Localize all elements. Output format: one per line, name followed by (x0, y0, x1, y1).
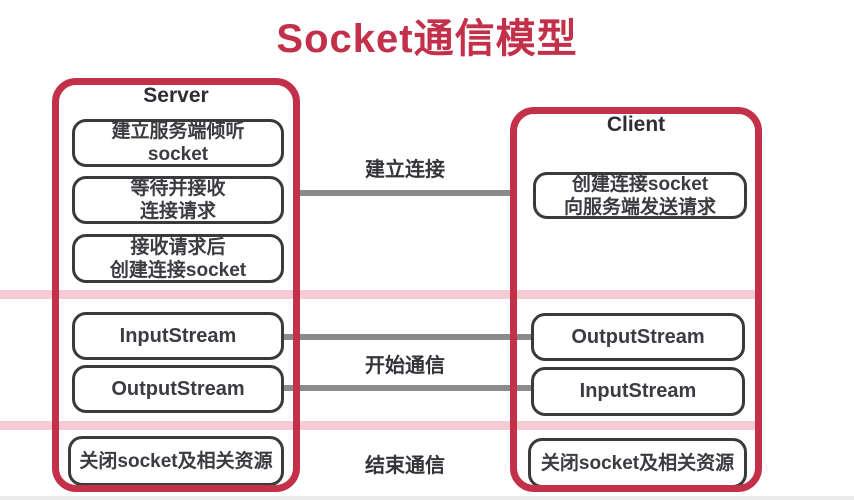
node-text-line: OutputStream (571, 325, 705, 348)
server-box (52, 78, 300, 492)
node-text-line: 创建连接socket (571, 173, 709, 195)
server-close-socket-node: 关闭socket及相关资源 (68, 436, 284, 486)
node-text-line: 建立服务端倾听 (111, 121, 245, 142)
node-text-line: 接收请求后 (130, 236, 226, 258)
label-start-communication: 开始通信 (365, 355, 445, 377)
server-step-create-connection-socket: 接收请求后 创建连接socket (72, 234, 284, 283)
server-outputstream-node: OutputStream (72, 365, 284, 413)
client-outputstream-node: OutputStream (531, 313, 745, 361)
label-end-communication: 结束通信 (365, 455, 445, 477)
node-text-line: socket (147, 144, 209, 165)
node-text-line: 关闭socket及相关资源 (540, 452, 735, 474)
client-step-create-socket-send-request: 创建连接socket 向服务端发送请求 (533, 172, 747, 219)
client-box (510, 107, 762, 492)
bottom-edge-strip (0, 496, 854, 500)
section-divider-band-bottom (0, 421, 760, 430)
node-text-line: OutputStream (111, 377, 245, 400)
connector-stream-top-line (283, 334, 533, 340)
connector-stream-bottom-line (283, 385, 533, 391)
client-inputstream-node: InputStream (531, 367, 745, 416)
node-text-line: 连接请求 (139, 201, 216, 222)
section-divider-band-top (0, 290, 760, 299)
label-establish-connection: 建立连接 (365, 159, 445, 181)
client-close-socket-node: 关闭socket及相关资源 (528, 438, 747, 488)
node-text-line: 关闭socket及相关资源 (79, 450, 273, 472)
server-step-create-listen-socket: 建立服务端倾听 socket (72, 119, 284, 167)
node-text-line: 等待并接收 (130, 178, 226, 199)
client-box-label: Client (606, 113, 666, 136)
node-text-line: 向服务端发送请求 (563, 196, 716, 218)
connector-establish-line (297, 190, 513, 196)
node-text-line: 创建连接socket (109, 259, 247, 281)
server-step-wait-accept-request: 等待并接收 连接请求 (72, 176, 284, 224)
diagram-title: Socket通信模型 (276, 17, 578, 61)
node-text-line: InputStream (119, 324, 237, 347)
server-inputstream-node: InputStream (72, 312, 284, 360)
server-box-label: Server (143, 84, 209, 107)
node-text-line: InputStream (579, 380, 697, 402)
